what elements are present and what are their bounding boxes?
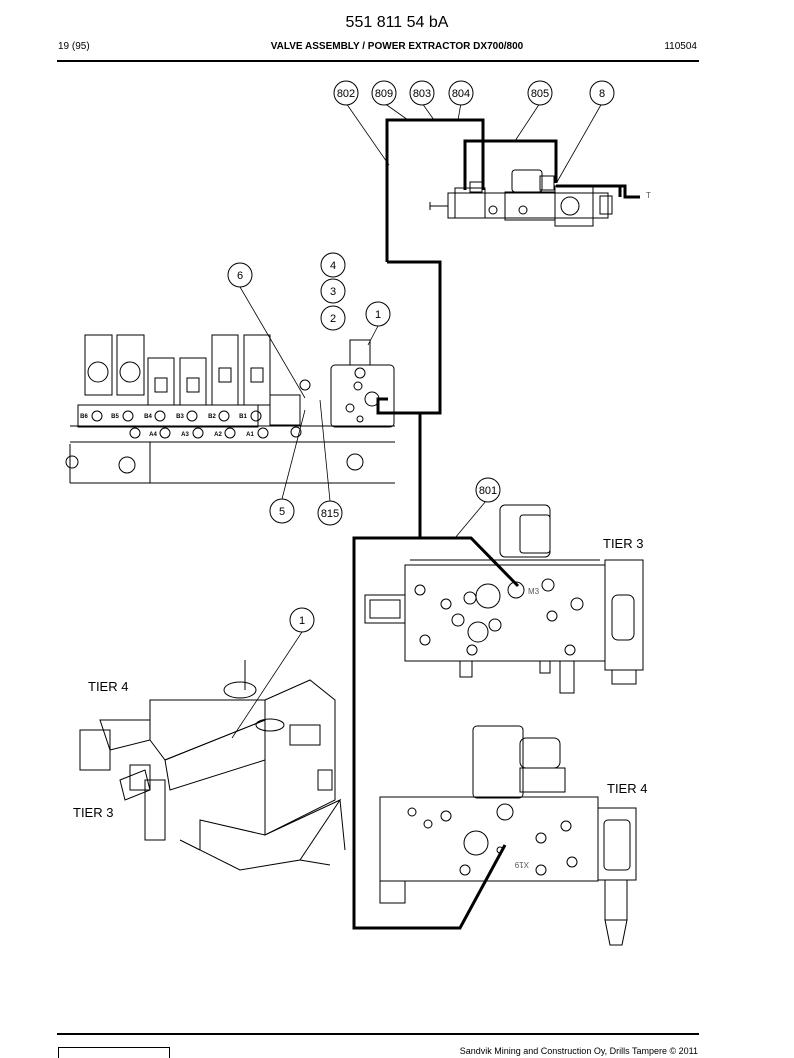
callout-5 (269, 498, 295, 524)
callout-text: 803 (413, 88, 431, 100)
iso-tier3-label: TIER 3 (73, 805, 114, 820)
document-number: 551 811 54 bA (345, 14, 449, 31)
port-label: B2 (208, 414, 216, 420)
tier3-valve-drawing (364, 504, 644, 694)
callout-805 (527, 80, 553, 106)
port-label: B3 (176, 414, 184, 420)
iso-tier4-label: TIER 4 (88, 679, 129, 694)
callout-802 (333, 80, 359, 106)
port-label: A1 (246, 432, 254, 438)
callout-809 (371, 80, 397, 106)
callout-text: 2 (330, 313, 336, 325)
callout-text: 804 (452, 88, 470, 100)
port-label: B4 (144, 414, 152, 420)
callout-801 (475, 477, 501, 503)
footer-copyright: Sandvik Mining and Construction Oy, Dril… (459, 1046, 698, 1056)
port-label-t: T (646, 191, 651, 200)
callout-4 (320, 252, 346, 278)
port-label: A3 (181, 432, 189, 438)
callout-text: 3 (330, 286, 336, 298)
page-reference: 19 (95) (58, 41, 90, 52)
date-code: 110504 (664, 41, 697, 52)
callout-6 (227, 262, 253, 288)
rig-isometric-drawing (79, 660, 346, 871)
callout-3 (320, 278, 346, 304)
callout-text: 802 (337, 88, 355, 100)
top-valve-drawing (429, 169, 613, 227)
tier4-valve-label: TIER 4 (607, 781, 648, 796)
port-label: B5 (111, 414, 119, 420)
callout-1 (365, 301, 391, 327)
port-label: B6 (80, 414, 88, 420)
port-label: B1 (239, 414, 247, 420)
callout-1-iso (289, 607, 315, 633)
callout-text: 815 (321, 508, 339, 520)
callout-8 (589, 80, 615, 106)
callout-text: 1 (375, 309, 381, 321)
callout-text: 801 (479, 485, 497, 497)
callout-2 (320, 305, 346, 331)
footer-rule (57, 1033, 699, 1035)
port-label: A2 (214, 432, 222, 438)
header-rule (57, 60, 699, 62)
callout-804 (448, 80, 474, 106)
callout-text: 8 (599, 88, 605, 100)
control-valve-bank-drawing (65, 334, 395, 484)
callout-text: 6 (237, 270, 243, 282)
callout-text: 5 (279, 506, 285, 518)
callout-815 (317, 500, 343, 526)
port-label: A4 (149, 432, 157, 438)
port-label-m3: M3 (528, 587, 540, 596)
callout-text: 4 (330, 260, 336, 272)
callout-text: 805 (531, 88, 549, 100)
callout-text: 1 (299, 615, 305, 627)
port-label-x19: X19 (514, 860, 529, 869)
tier3-valve-label: TIER 3 (603, 536, 644, 551)
callout-803 (409, 80, 435, 106)
tier4-valve-drawing (379, 725, 637, 946)
page-title: VALVE ASSEMBLY / POWER EXTRACTOR DX700/8… (270, 41, 524, 52)
callout-text: 809 (375, 88, 393, 100)
